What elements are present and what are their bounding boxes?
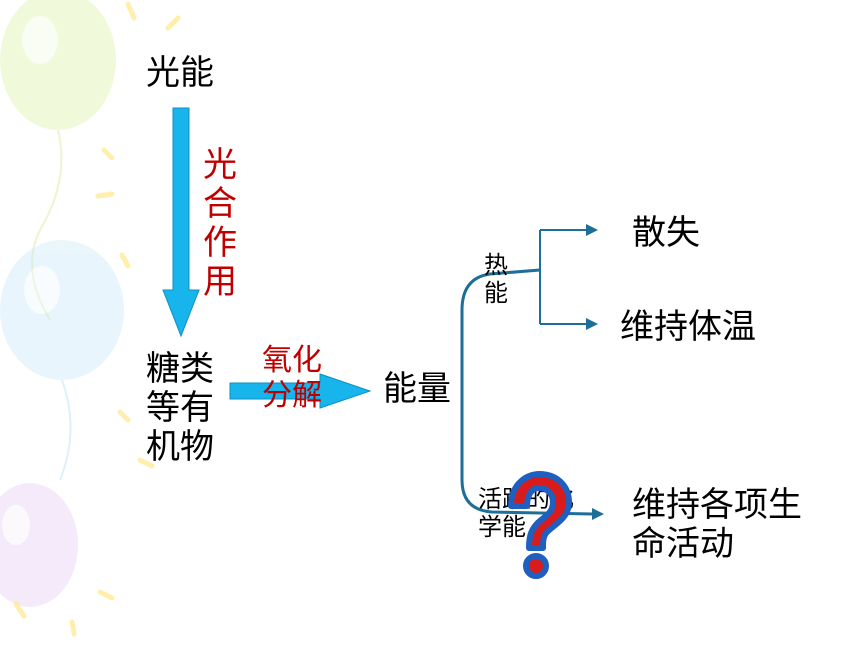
- down-arrow: [162, 107, 200, 338]
- balloon-icon: [0, 240, 124, 481]
- oxidation-label: 氧化分解: [262, 343, 322, 413]
- heat-energy-label: 热能: [484, 251, 508, 307]
- maintain-life-label: 维持各项生命活动: [632, 485, 802, 565]
- light-energy-label: 光能: [146, 53, 214, 93]
- photosynthesis-label: 光合作用: [203, 145, 237, 303]
- heat-branch-connector: [539, 229, 588, 325]
- balloon-icon: [0, 0, 116, 321]
- right-arrow: [229, 373, 372, 409]
- energy-label: 能量: [383, 369, 451, 409]
- question-mark-icon: [508, 471, 572, 579]
- balloon-icon: [0, 483, 78, 607]
- branch-connector: [460, 268, 593, 516]
- maintain-temp-label: 维持体温: [620, 307, 756, 347]
- sun-rays-decoration: [13, 1, 181, 637]
- arrowheads: [586, 224, 604, 520]
- organics-label: 糖类等有机物: [146, 349, 214, 468]
- dissipate-label: 散失: [632, 213, 700, 253]
